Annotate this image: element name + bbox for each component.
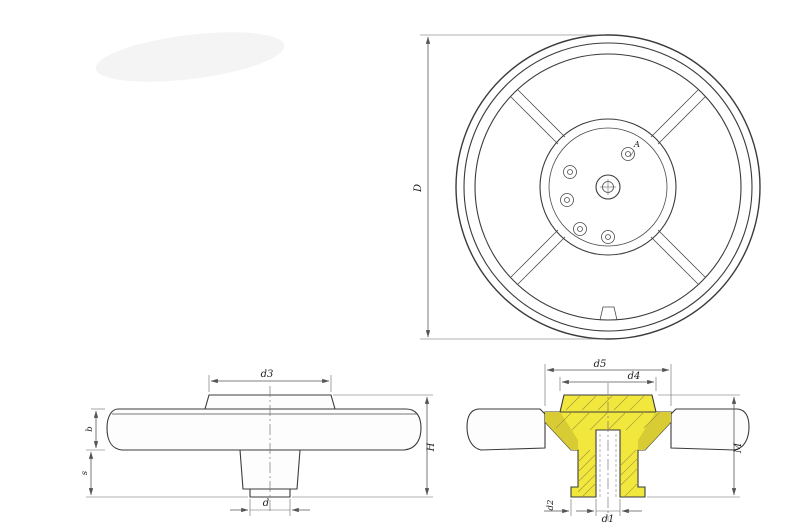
section-dimension-d2: d2 (544, 499, 572, 516)
dim-label-D: D (413, 184, 424, 193)
hub-bolt-holes (560, 147, 635, 244)
dim-label-s: s (80, 470, 90, 475)
center-bore (595, 174, 621, 200)
section-dimension-d5: d5 (544, 359, 672, 406)
dim-label-d4: d4 (628, 371, 641, 382)
side-dimension-H: H (292, 394, 437, 498)
section-view: d5 d4 M d1 d2 (466, 359, 750, 525)
dim-label-H: H (426, 442, 437, 452)
dim-label-M: M (733, 442, 744, 454)
rim-notch (599, 306, 618, 321)
section-shade-right (638, 412, 671, 450)
dim-label-d2: d2 (546, 500, 556, 511)
dim-label-d5: d5 (594, 359, 607, 370)
section-hatching (555, 395, 661, 498)
side-dimension-d: d (230, 498, 310, 516)
dim-label-d: d (263, 498, 269, 509)
side-dimension-s: s (80, 451, 248, 498)
section-dimension-d1: d1 (576, 499, 642, 525)
spokes (510, 89, 706, 285)
side-dimension-d3: d3 (208, 369, 332, 392)
side-dimension-b: b (85, 408, 105, 451)
side-hub-flange (249, 488, 291, 498)
section-rim-left (466, 408, 546, 451)
dim-label-d1: d1 (602, 514, 615, 525)
note-A: A (629, 140, 640, 158)
section-dimension-d4: d4 (559, 371, 657, 391)
section-shade-left (545, 412, 578, 450)
note-a-label: A (633, 140, 640, 150)
side-view: d3 d b s H (80, 369, 437, 516)
bore-thread (599, 434, 617, 497)
section-dimension-M: M (647, 394, 744, 498)
dim-label-b: b (85, 426, 95, 431)
front-view: A D (413, 34, 761, 340)
side-disc-body (106, 408, 422, 451)
dim-label-d3: d3 (261, 369, 274, 380)
scan-artifact (95, 32, 285, 82)
front-dimension-D: D (413, 34, 606, 340)
